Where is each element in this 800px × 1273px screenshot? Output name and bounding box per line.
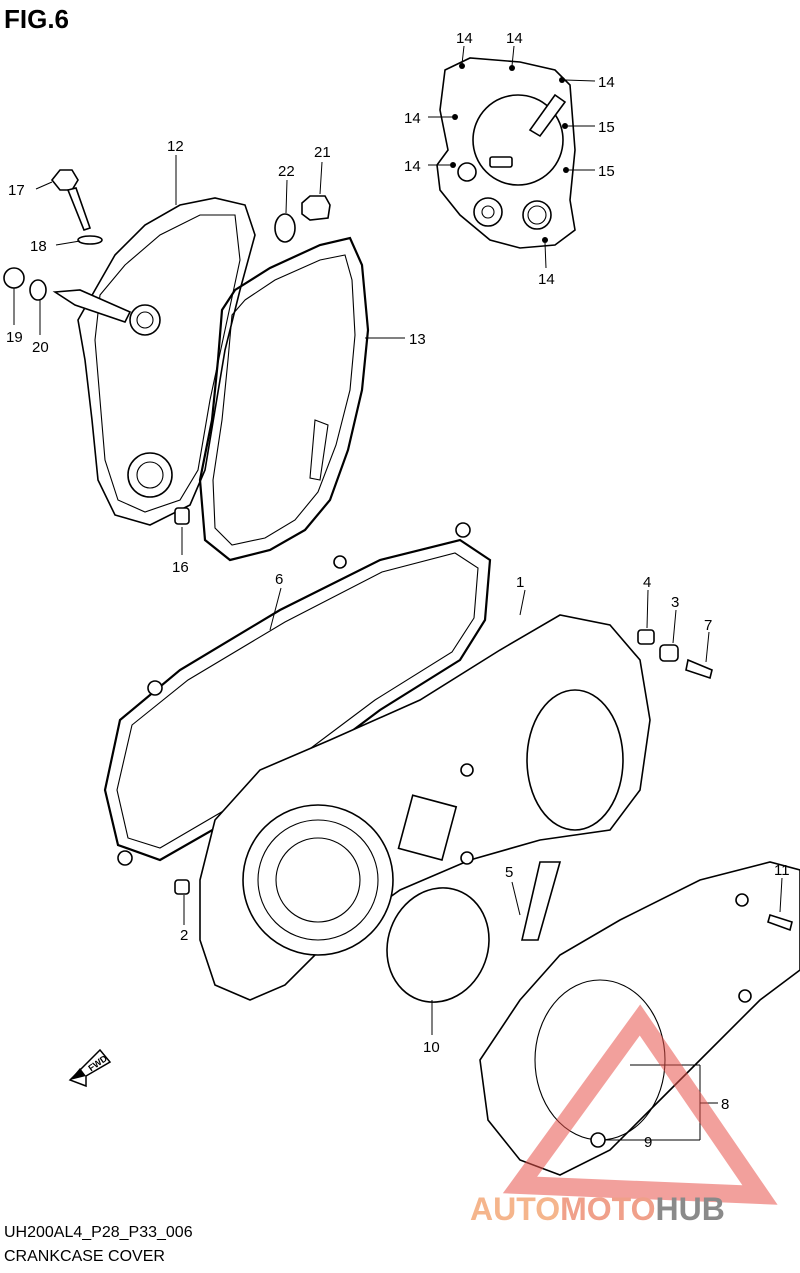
watermark-text-auto: AUTO: [470, 1191, 560, 1227]
callout-1: 1: [516, 574, 524, 591]
callout-6: 6: [275, 571, 283, 588]
diagram-name: CRANKCASE COVER: [4, 1248, 165, 1265]
inspection-cover-part-10: [386, 887, 490, 1035]
callout-8: 8: [721, 1096, 729, 1113]
callout-15-b: 15: [598, 163, 615, 180]
watermark-text-moto: MOTO: [560, 1191, 655, 1227]
watermark-logo-icon: [502, 1004, 778, 1205]
callout-14-c: 14: [598, 74, 615, 91]
callout-14-e: 14: [404, 158, 421, 175]
callout-22: 22: [278, 163, 295, 180]
callout-19: 19: [6, 329, 23, 346]
callout-18: 18: [30, 238, 47, 255]
gasket-part-13: [198, 236, 405, 562]
callout-2: 2: [180, 927, 188, 944]
callout-17: 17: [8, 182, 25, 199]
callout-15-a: 15: [598, 119, 615, 136]
small-parts-2-3-4-7: [174, 589, 713, 925]
callout-3: 3: [671, 594, 679, 611]
callout-9: 9: [644, 1134, 652, 1151]
small-parts-17-22: [3, 161, 331, 335]
small-cover-part: [428, 45, 596, 269]
figure-title: FIG.6: [4, 4, 70, 34]
callout-5: 5: [505, 864, 513, 881]
callout-4: 4: [643, 574, 651, 591]
callout-11: 11: [774, 862, 790, 879]
part-5-pad: [511, 861, 562, 941]
callout-14-b: 14: [506, 30, 523, 47]
diagram-code: UH200AL4_P28_P33_006: [4, 1224, 193, 1241]
fwd-arrow-icon: [68, 1048, 112, 1088]
callout-21: 21: [314, 144, 331, 161]
callout-20: 20: [32, 339, 49, 356]
callout-12: 12: [167, 138, 184, 155]
callout-14-f: 14: [538, 271, 555, 288]
inner-cover-part: [52, 155, 256, 555]
callout-16: 16: [172, 559, 189, 576]
callout-14-a: 14: [456, 30, 473, 47]
watermark-text-hub: HUB: [655, 1191, 724, 1227]
callout-10: 10: [423, 1039, 440, 1056]
svg-text:AUTOMOTOHUB: AUTOMOTOHUB: [470, 1191, 725, 1227]
callout-14-d: 14: [404, 110, 421, 127]
callout-7: 7: [704, 617, 712, 634]
callout-13: 13: [409, 331, 426, 348]
outer-cover-part-1: [199, 589, 651, 1001]
